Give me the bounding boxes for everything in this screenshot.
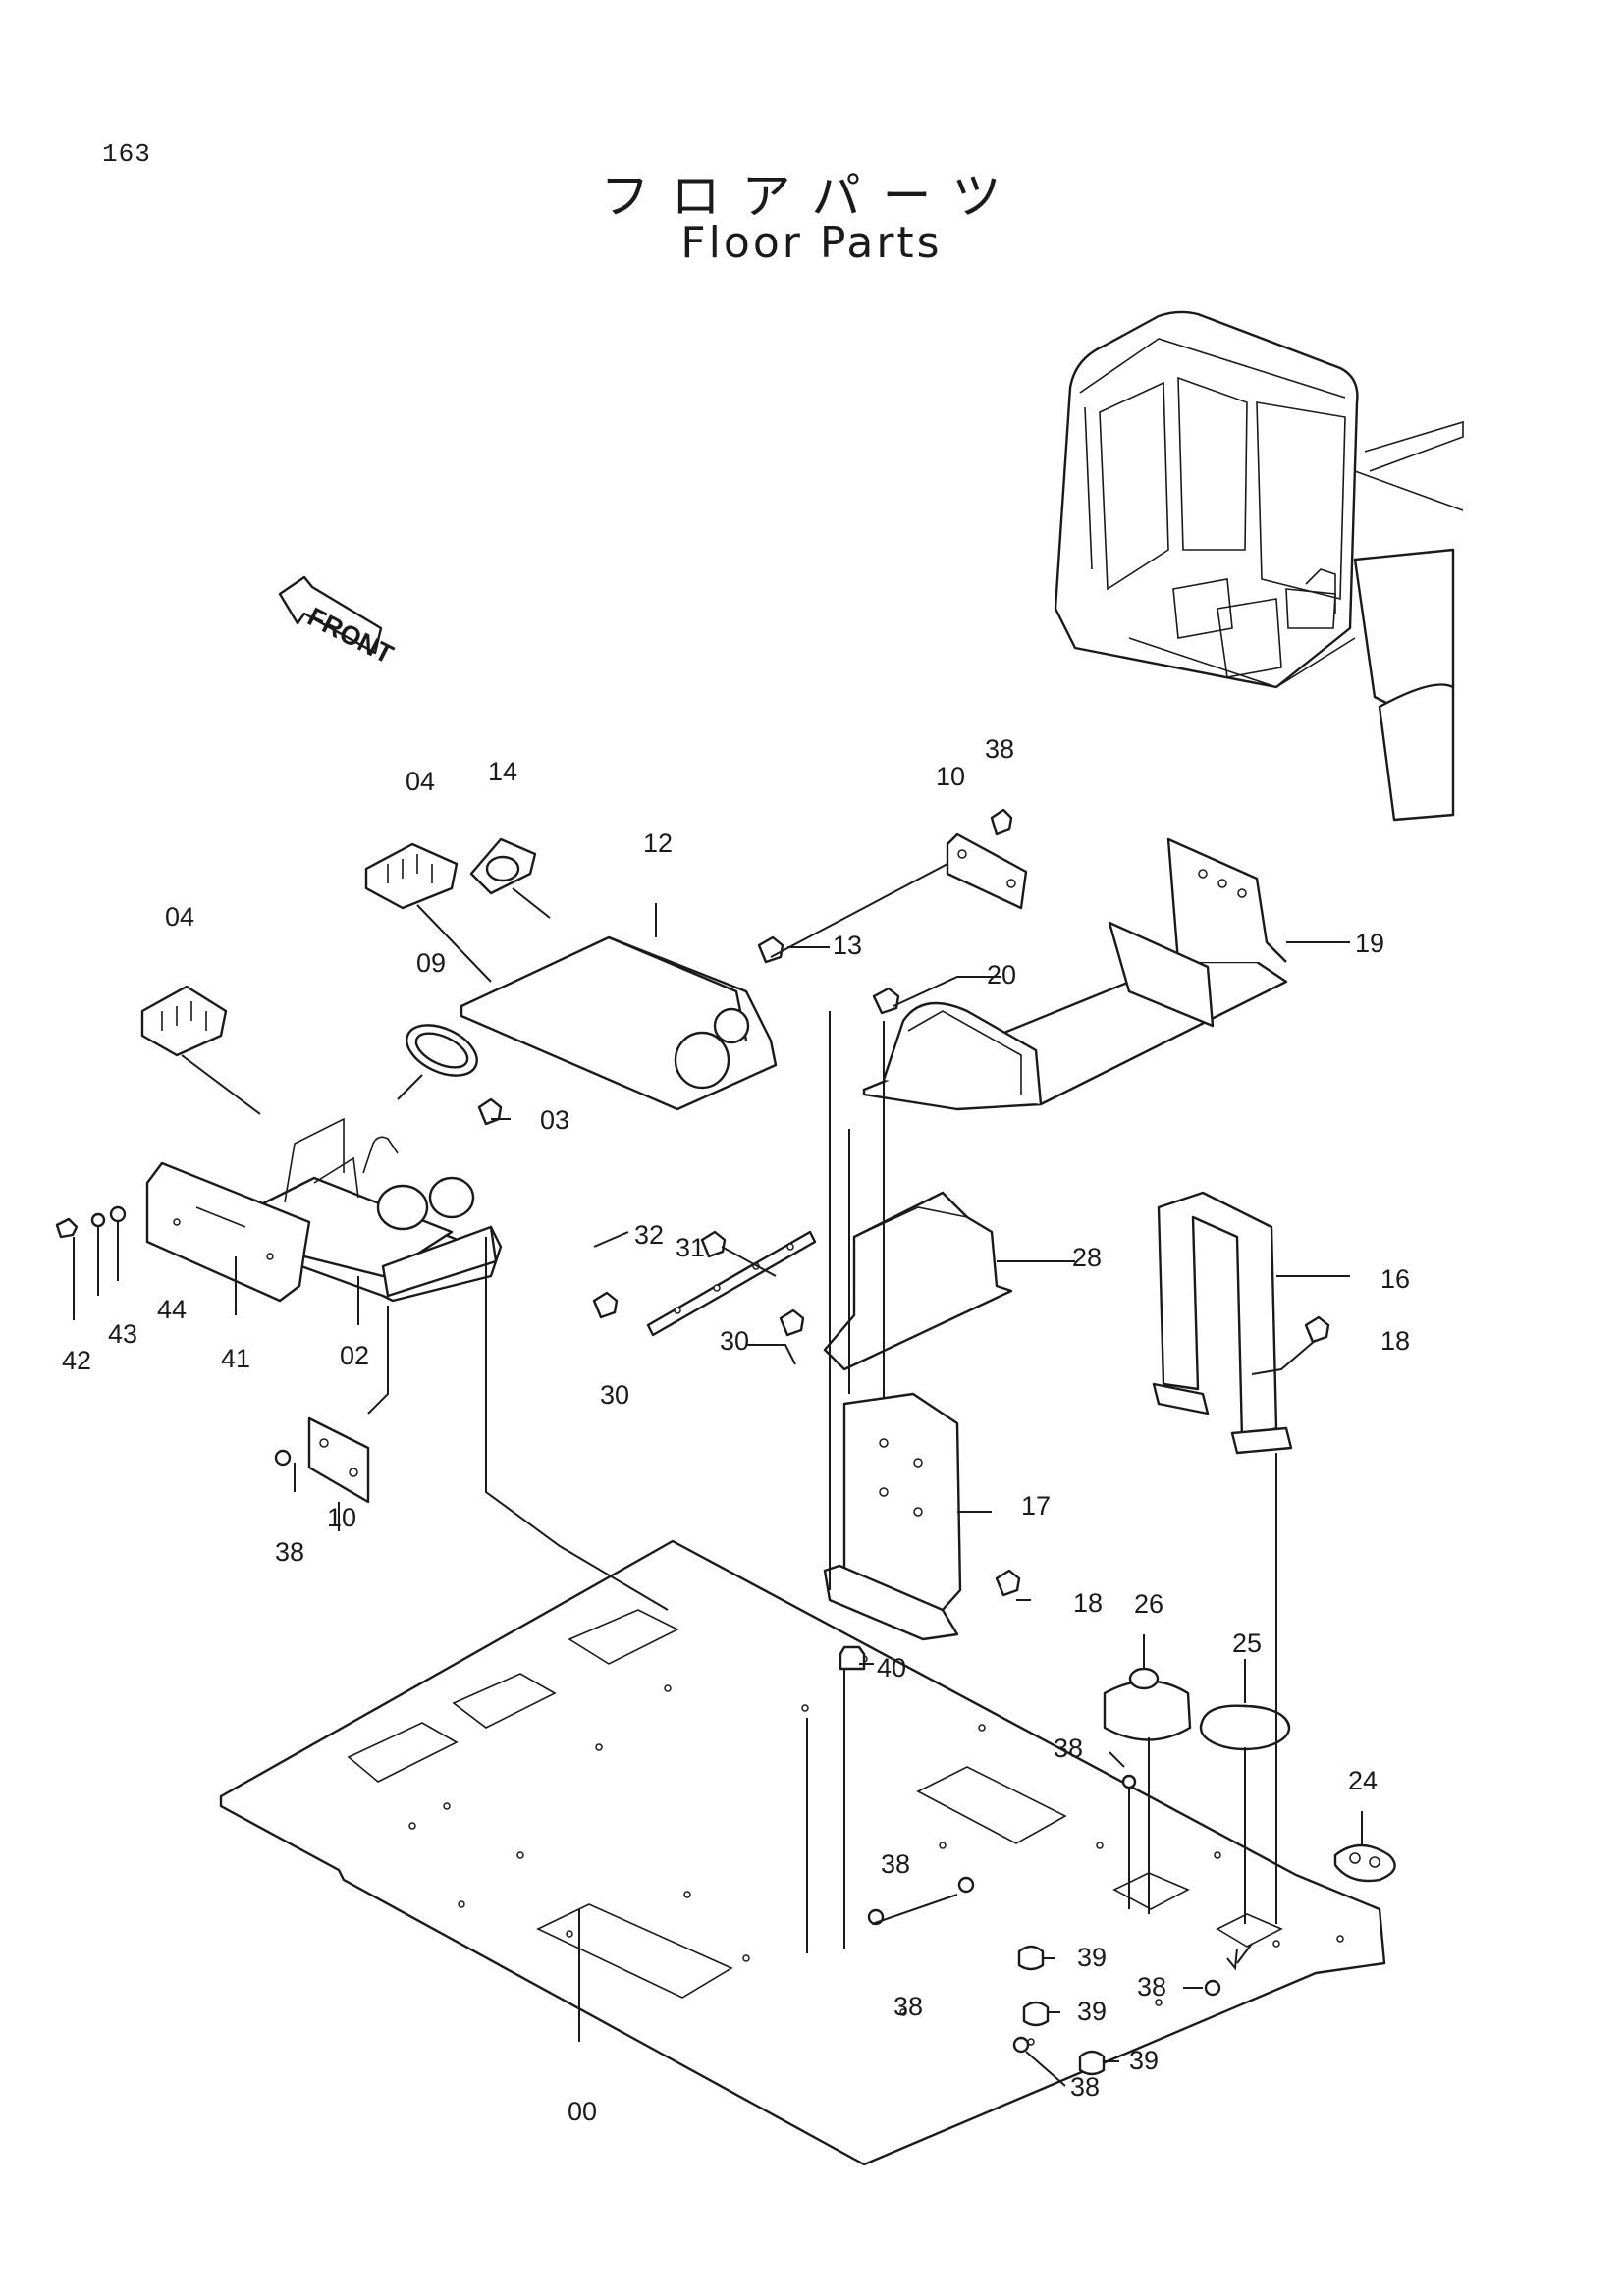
callout-20: 20: [987, 960, 1016, 989]
callout-10-upper: 10: [936, 762, 965, 791]
callout-02: 02: [340, 1341, 369, 1370]
plate-10-lower: [307, 1416, 370, 1504]
callout-26: 26: [1134, 1589, 1163, 1619]
callout-30-right: 30: [720, 1326, 749, 1356]
heater-12: [460, 935, 778, 1111]
front-direction-arrow: FRONT: [278, 575, 399, 669]
callout-40: 40: [877, 1653, 906, 1682]
part-04-lower: [140, 985, 228, 1057]
part-04-upper: [364, 842, 459, 910]
callout-32: 32: [634, 1220, 664, 1250]
callout-38-floor-center: 38: [893, 1992, 923, 2021]
callout-16: 16: [1380, 1264, 1410, 1294]
callout-03: 03: [540, 1105, 569, 1135]
callout-10-lower: 10: [327, 1503, 356, 1532]
callout-42: 42: [62, 1346, 91, 1375]
callout-38-floor-bottom: 38: [1070, 2072, 1100, 2102]
callout-labels: 00 02 03 04 04 09 10 10 12 13 14 16 17 1…: [62, 734, 1410, 2126]
part-14-gasket: [469, 837, 537, 895]
callout-38-left: 38: [275, 1537, 304, 1567]
leader-lines: [73, 863, 1363, 2087]
callout-39-lower: 39: [1129, 2046, 1159, 2075]
bracket-28: [823, 1191, 1013, 1371]
stand-17: [823, 1392, 962, 1641]
callout-14: 14: [488, 757, 517, 786]
callout-39-middle: 39: [1077, 1997, 1107, 2026]
part-09-ring: [406, 1024, 478, 1077]
cover-41: [145, 1161, 311, 1303]
page-title-japanese: フロアパーツ: [600, 168, 1023, 225]
frame-16: [1152, 1191, 1293, 1455]
page-number: 163: [102, 139, 151, 169]
callout-04-lower: 04: [165, 902, 194, 932]
callout-43: 43: [108, 1319, 137, 1349]
callout-13: 13: [833, 931, 862, 960]
pad-26: [1103, 1667, 1192, 1741]
callout-18-right: 18: [1380, 1326, 1410, 1356]
callout-38-mid: 38: [1054, 1734, 1083, 1763]
callout-38-top: 38: [985, 734, 1014, 764]
callout-19: 19: [1355, 929, 1384, 958]
pad-25: [1199, 1704, 1291, 1751]
callout-18-lower: 18: [1073, 1588, 1103, 1618]
callout-38-floor-left: 38: [881, 1849, 910, 1879]
callout-04-upper: 04: [406, 767, 435, 796]
hardware-fasteners: [55, 808, 1330, 2076]
excavator-overview-illustration: [1054, 310, 1464, 822]
floor-plate-00: [219, 1539, 1386, 2166]
callout-44: 44: [157, 1295, 187, 1324]
callout-31: 31: [676, 1233, 705, 1262]
callout-12: 12: [643, 828, 673, 858]
callout-39-upper: 39: [1077, 1943, 1107, 1972]
callout-30-left: 30: [600, 1380, 629, 1410]
page-title-english: Floor Parts: [680, 218, 943, 268]
callout-24: 24: [1348, 1766, 1378, 1795]
callout-00: 00: [568, 2097, 597, 2126]
bracket-19: [862, 837, 1288, 1111]
callout-38-floor-right: 38: [1137, 1972, 1166, 2002]
callout-09: 09: [416, 948, 446, 978]
rail-31: [646, 1230, 817, 1337]
grommet-24: [1333, 1843, 1396, 1883]
callout-28: 28: [1072, 1243, 1102, 1272]
plate-10-upper: [946, 832, 1028, 910]
callout-17: 17: [1021, 1491, 1051, 1521]
callout-41: 41: [221, 1344, 250, 1373]
callout-25: 25: [1232, 1629, 1262, 1658]
